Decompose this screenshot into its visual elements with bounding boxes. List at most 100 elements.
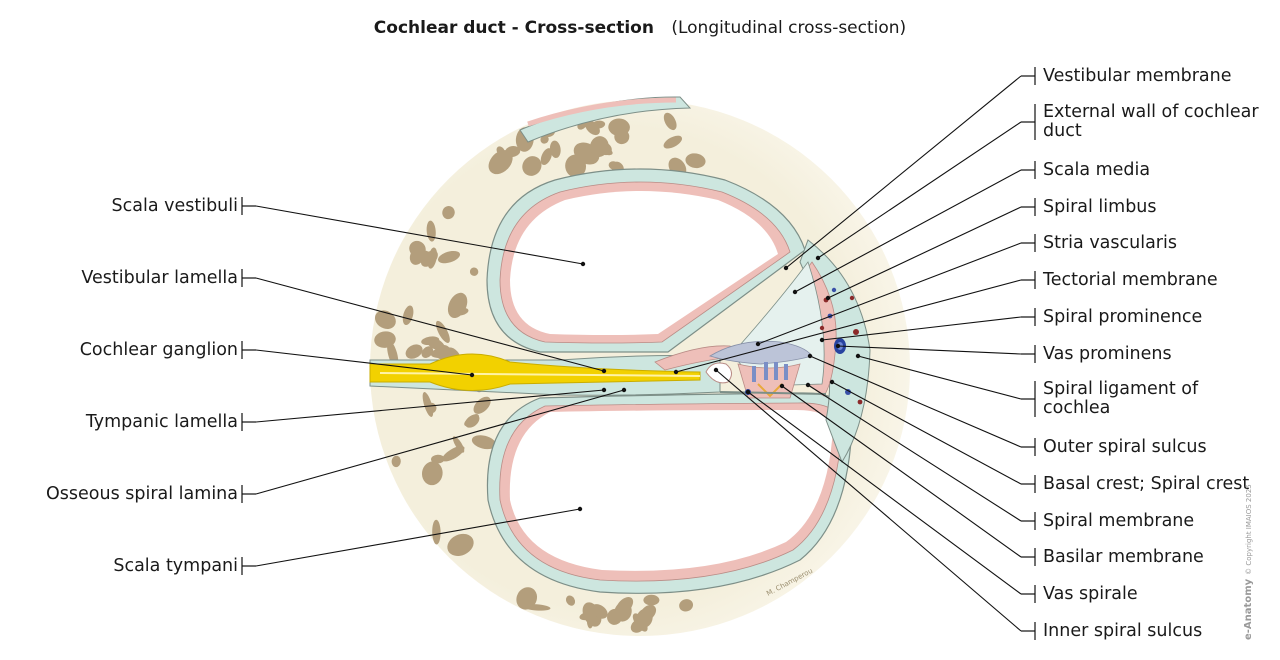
label-vas-spirale: Vas spirale	[1043, 583, 1138, 604]
bone-pore	[420, 250, 438, 267]
bone-pore	[591, 120, 606, 129]
bone-pore	[504, 146, 521, 157]
bone-pore	[447, 292, 468, 319]
label-basilar-membrane: Basilar membrane	[1043, 546, 1204, 567]
bone-pore	[426, 337, 445, 351]
leader-spiral-membrane	[805, 382, 1036, 530]
label-scala-tympani: Scala tympani	[113, 555, 238, 576]
target-dot	[713, 367, 719, 373]
label-tympanic-lamella: Tympanic lamella	[85, 411, 238, 432]
leader-basilar-membrane	[779, 383, 1036, 566]
bone-pore	[469, 267, 479, 276]
label-external-wall-of-cochlear: External wall of cochlear duct	[1043, 102, 1259, 141]
target-dot	[807, 353, 813, 359]
basilar-membrane	[719, 391, 827, 395]
leader-external-wall-of-cochlear	[815, 104, 1036, 261]
credit-brand: e-Anatomy	[1243, 578, 1254, 640]
target-dot	[815, 255, 821, 261]
label-osseous-spiral-lamina: Osseous spiral lamina	[46, 483, 238, 504]
credit-copyright: © Copyright IMAIOS 2025	[1245, 484, 1253, 575]
label-cochlear-ganglion: Cochlear ganglion	[79, 339, 238, 360]
bone-pore	[464, 414, 479, 427]
leader-osseous-spiral-lamina	[241, 387, 627, 503]
target-dot	[673, 369, 679, 375]
label-vestibular-membrane: Vestibular membrane	[1043, 65, 1232, 86]
stria-vascularis-vessels	[819, 287, 863, 405]
bone-pore	[663, 112, 677, 131]
target-dot	[855, 353, 861, 359]
bone-pore	[565, 595, 576, 606]
bone-pore	[583, 603, 596, 617]
organ-of-corti	[737, 362, 801, 399]
copyright-credit: e-Anatomy © Copyright IMAIOS 2025	[1236, 484, 1255, 640]
bone-pore	[679, 599, 694, 612]
leader-lines	[241, 67, 1036, 640]
bone-pore	[540, 135, 549, 144]
leader-vas-spirale	[745, 389, 1036, 603]
bone-pore	[442, 206, 455, 220]
bone-pore	[421, 461, 443, 486]
target-dot	[805, 382, 811, 388]
label-vas-prominens: Vas prominens	[1043, 343, 1172, 364]
bone-pore	[374, 310, 396, 329]
label-spiral-limbus: Spiral limbus	[1043, 196, 1157, 217]
diagram-title: Cochlear duct - Cross-section (Longitudi…	[0, 18, 1280, 38]
bone-pore	[421, 346, 434, 358]
leader-tectorial-membrane	[673, 271, 1036, 375]
label-basal-crest-spiral-crest: Basal crest; Spiral crest	[1043, 473, 1250, 494]
bone-pore	[522, 156, 542, 176]
leader-stria-vascularis	[755, 234, 1036, 347]
bone-pore	[608, 161, 620, 171]
leader-outer-spiral-sulcus	[807, 353, 1036, 456]
title-subtitle: (Longitudinal cross-section)	[671, 18, 907, 38]
leader-basal-crest-spiral-crest	[829, 379, 1036, 493]
bone-pore	[442, 445, 465, 462]
label-spiral-membrane: Spiral membrane	[1043, 510, 1195, 531]
leader-vas-prominens	[835, 343, 1036, 363]
label-vestibular-lamella: Vestibular lamella	[81, 267, 238, 288]
bone-pore	[636, 608, 653, 628]
bone-pore	[615, 597, 634, 615]
label-tectorial-membrane: Tectorial membrane	[1043, 269, 1218, 290]
bone-pore	[402, 305, 414, 326]
leader-tympanic-lamella	[241, 387, 607, 431]
target-dot	[819, 337, 825, 343]
leader-spiral-limbus	[825, 198, 1036, 301]
label-outer-spiral-sulcus: Outer spiral sulcus	[1043, 436, 1207, 457]
label-scala-vestibuli: Scala vestibuli	[111, 195, 239, 216]
leader-inner-spiral-sulcus	[713, 367, 1036, 640]
label-inner-spiral-sulcus: Inner spiral sulcus	[1043, 620, 1203, 641]
target-dot	[601, 368, 607, 374]
bone-pore	[608, 118, 630, 136]
leader-spiral-prominence	[819, 308, 1036, 343]
target-dot	[580, 261, 586, 267]
bone-pore	[405, 344, 423, 359]
bone-pore	[516, 587, 538, 610]
bone-pore	[432, 519, 441, 545]
target-dot	[779, 383, 785, 389]
target-dot	[745, 389, 751, 395]
label-stria-vascularis: Stria vascularis	[1043, 232, 1177, 253]
target-dot	[792, 289, 798, 295]
leader-cochlear-ganglion	[241, 341, 475, 378]
bone-pore	[435, 320, 450, 343]
target-dot	[621, 387, 627, 393]
bone-pore	[431, 454, 445, 464]
target-dot	[577, 506, 583, 512]
bone-pore	[685, 153, 706, 169]
bone-pore	[447, 533, 474, 556]
scala-vestibuli	[486, 168, 806, 353]
leader-vestibular-membrane	[783, 67, 1036, 271]
upper-turn-fragment	[519, 96, 692, 143]
leader-scala-vestibuli	[241, 197, 586, 267]
bone-pore	[549, 140, 561, 158]
label-scala-media: Scala media	[1043, 159, 1151, 180]
bone-pore	[589, 136, 609, 158]
leader-spiral-ligament-of	[855, 353, 1036, 417]
leader-vestibular-lamella	[241, 269, 607, 374]
label-spiral-ligament-of: Spiral ligament of cochlea	[1043, 379, 1199, 418]
bone-pore	[409, 246, 425, 265]
leader-scala-tympani	[241, 506, 583, 575]
leader-scala-media	[792, 161, 1036, 295]
bone-pore	[540, 148, 553, 166]
